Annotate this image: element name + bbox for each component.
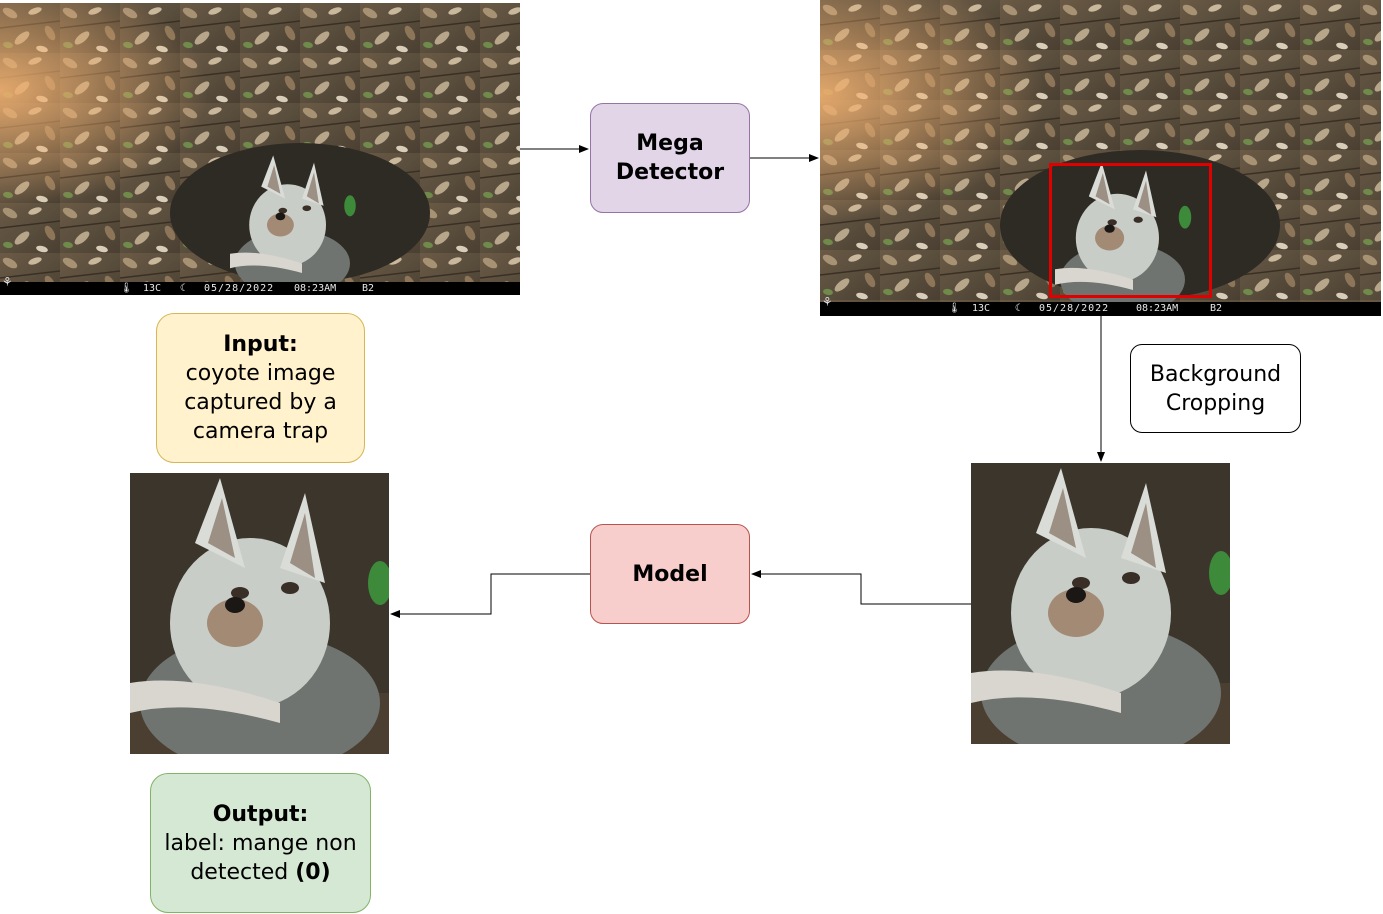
arrow-cropped-to-model	[751, 570, 971, 605]
cropped-photo	[971, 463, 1230, 744]
detection-bounding-box	[1049, 163, 1212, 298]
browning-logo-icon: ⚘	[823, 294, 832, 310]
detected-photo: ⚘ 🌡 13C ☾ 05/28/2022 08:23AM B2	[820, 0, 1381, 316]
moon-icon: ☾	[1015, 303, 1022, 314]
browning-logo-icon: ⚘	[3, 274, 12, 290]
output-note: Output: label: mange non detected (0)	[150, 773, 371, 913]
thermometer-icon: 🌡	[120, 283, 133, 294]
background-cropping-label: Background Cropping	[1130, 344, 1301, 433]
cropped-coyote-image	[130, 473, 389, 754]
timestamp-bar: ⚘ 🌡 13C ☾ 05/28/2022 08:23AM B2	[820, 295, 1381, 316]
moon-icon: ☾	[180, 283, 187, 294]
arrow-model-to-output	[390, 573, 590, 618]
output-photo	[130, 473, 389, 754]
coyote-photo-image	[820, 0, 1381, 316]
thermometer-icon: 🌡	[948, 303, 961, 314]
timestamp-bar: ⚘ 🌡 13C ☾ 05/28/2022 08:23AM B2	[0, 275, 520, 295]
original-photo: ⚘ 🌡 13C ☾ 05/28/2022 08:23AM B2	[0, 3, 520, 295]
coyote-photo-image	[0, 3, 520, 295]
cropped-coyote-image	[971, 463, 1230, 744]
output-label-line: detected (0)	[190, 859, 331, 885]
model-node: Model	[590, 524, 750, 624]
input-note: Input: coyote image captured by a camera…	[156, 313, 365, 463]
mega-detector-node: Mega Detector	[590, 103, 750, 213]
